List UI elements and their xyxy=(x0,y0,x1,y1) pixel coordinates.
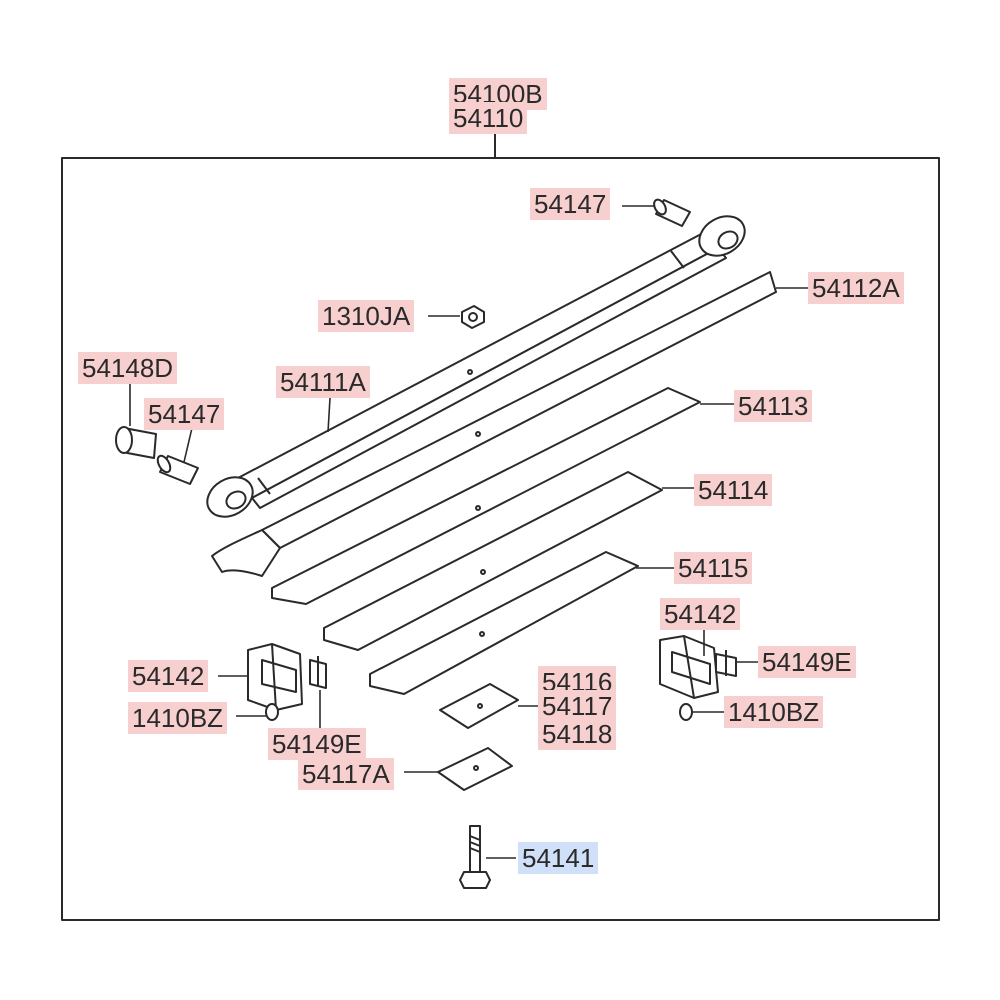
label-leaf-5[interactable]: 54115 xyxy=(674,552,753,584)
label-leaf-2[interactable]: 54112A xyxy=(808,272,904,304)
label-spacer-left[interactable]: 54149E xyxy=(268,728,366,760)
clip-right-shape xyxy=(659,635,719,699)
label-bushing[interactable]: 54148D xyxy=(78,352,178,384)
center-bolt-shape xyxy=(459,825,491,889)
label-bolt-right[interactable]: 1410BZ xyxy=(724,696,824,728)
clip-left-shape xyxy=(247,643,303,711)
pin-top-right-shape xyxy=(653,198,691,227)
label-main-leaf[interactable]: 54111A xyxy=(276,366,370,398)
bolt-left-shape xyxy=(265,703,279,721)
main-leaf-shape xyxy=(206,215,746,518)
label-leaf-4[interactable]: 54114 xyxy=(694,474,773,506)
label-center-bolt[interactable]: 54141 xyxy=(518,842,599,874)
label-nut[interactable]: 1310JA xyxy=(318,300,415,332)
pin-left-shape xyxy=(156,454,199,485)
label-clip-right[interactable]: 54142 xyxy=(660,598,741,630)
leaf-2-shape xyxy=(211,271,777,577)
leader-lines xyxy=(129,205,808,859)
leaf-5-shape xyxy=(369,551,639,695)
leaf-3-shape xyxy=(271,387,701,605)
label-pad-54117[interactable]: 54117 xyxy=(538,690,617,722)
bolt-right-shape xyxy=(679,703,693,721)
label-clip-left[interactable]: 54142 xyxy=(128,660,209,692)
label-bolt-left[interactable]: 1410BZ xyxy=(128,702,228,734)
label-pin-top-right[interactable]: 54147 xyxy=(530,188,611,220)
label-pad-54118[interactable]: 54118 xyxy=(538,718,617,750)
assembly-frame xyxy=(61,157,940,921)
leaf-4-shape xyxy=(323,471,663,651)
label-pad-lower[interactable]: 54117A xyxy=(298,758,394,790)
spacer-right-shape xyxy=(715,650,737,677)
nut-shape xyxy=(461,305,485,329)
spacer-left-shape xyxy=(309,656,327,689)
pad-upper-shape xyxy=(439,683,519,729)
label-leaf-3[interactable]: 54113 xyxy=(734,390,813,422)
label-spacer-right[interactable]: 54149E xyxy=(758,646,856,678)
bushing-shape xyxy=(115,426,157,459)
pad-lower-shape xyxy=(437,747,513,791)
label-pin-left[interactable]: 54147 xyxy=(144,398,225,430)
label-assembly-54110[interactable]: 54110 xyxy=(449,102,528,134)
